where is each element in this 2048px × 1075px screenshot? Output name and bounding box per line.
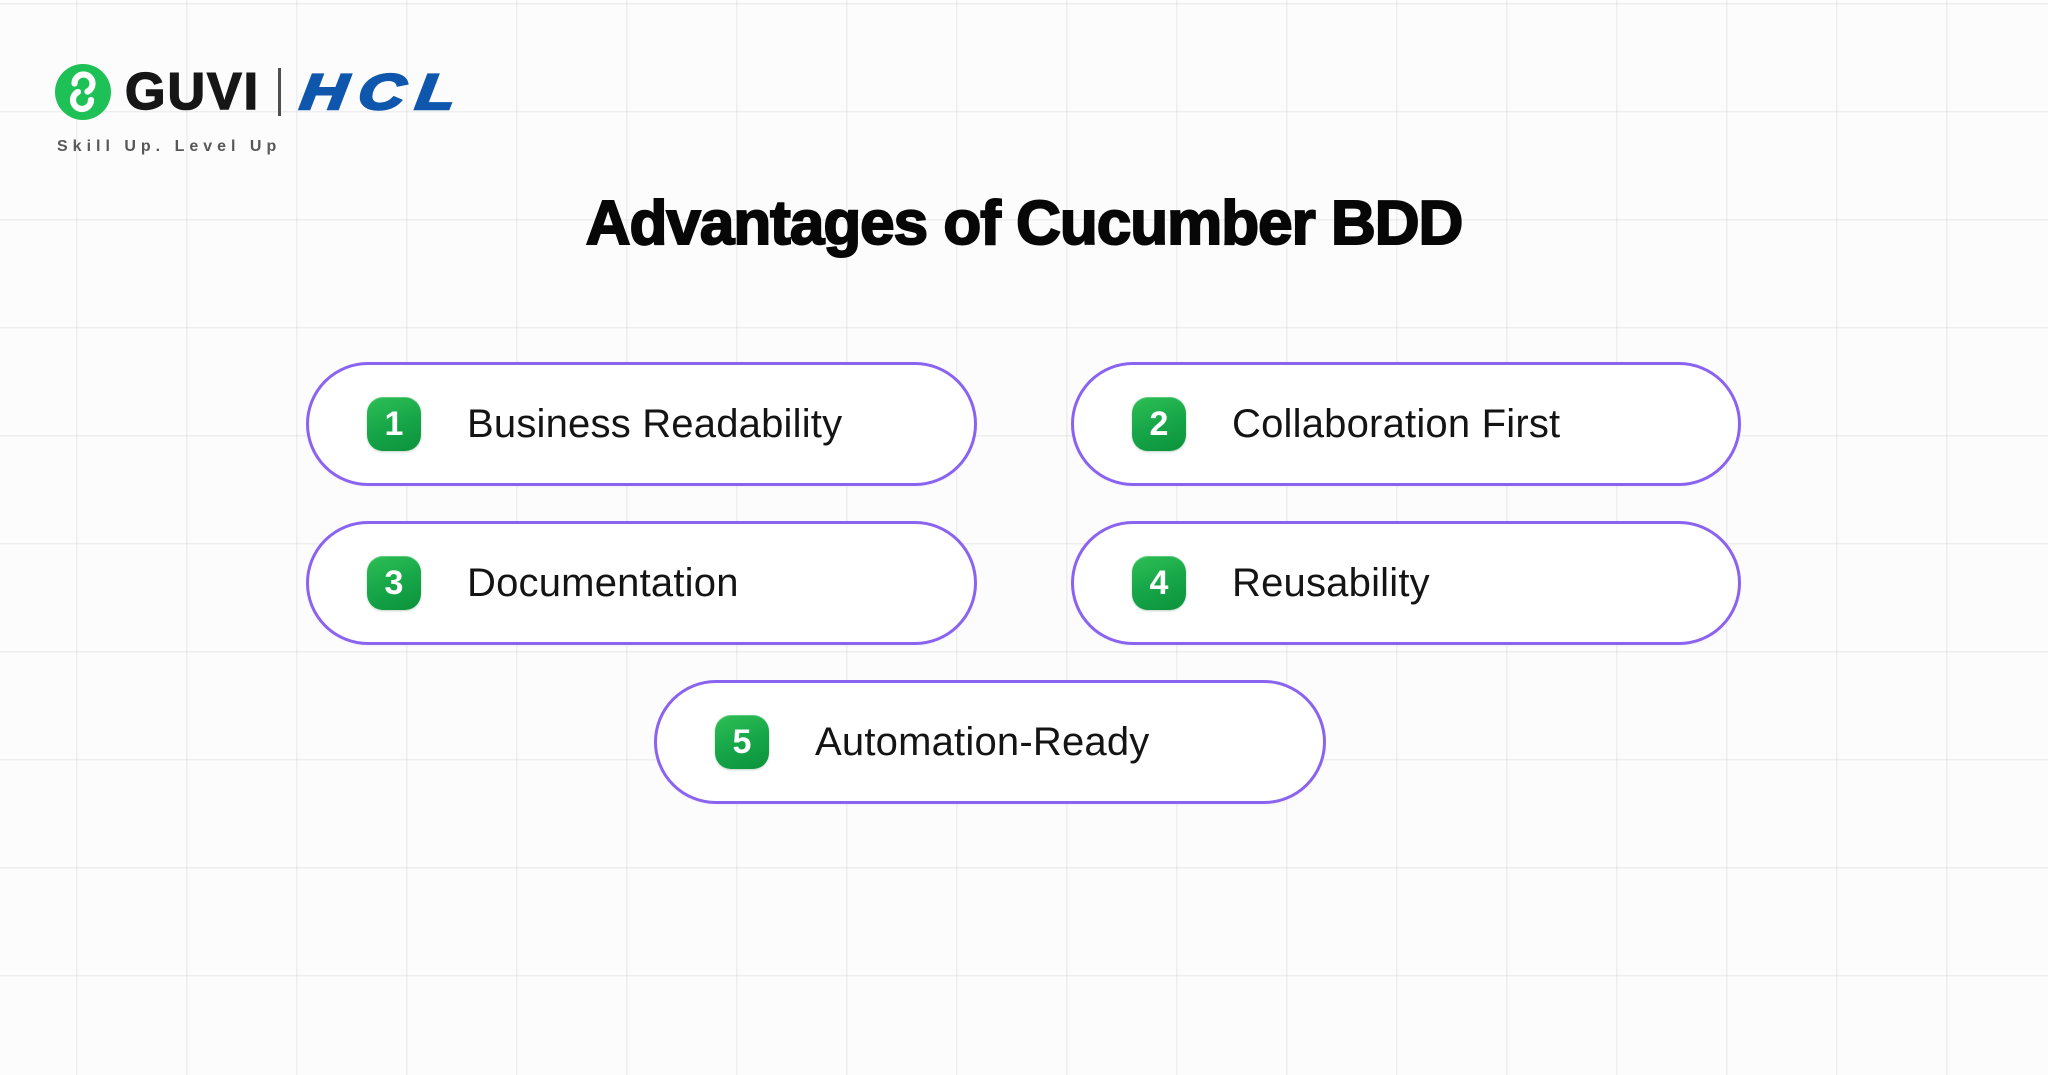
hcl-wordmark: HCL xyxy=(296,63,472,122)
advantage-label: Reusability xyxy=(1232,560,1430,605)
advantage-card-3: 3 Documentation xyxy=(306,521,977,645)
advantage-label: Business Readability xyxy=(467,401,843,446)
guvi-g-icon xyxy=(55,64,111,120)
brand-logo: GUVI HCL xyxy=(55,62,472,122)
advantage-card-1: 1 Business Readability xyxy=(306,362,977,486)
brand-tagline: Skill Up. Level Up xyxy=(57,138,282,155)
brand-divider xyxy=(278,68,282,116)
advantage-number-badge: 3 xyxy=(367,556,421,610)
advantage-label: Collaboration First xyxy=(1232,401,1561,446)
advantage-number-badge: 5 xyxy=(715,715,769,769)
advantage-number-badge: 1 xyxy=(367,397,421,451)
advantage-card-5: 5 Automation-Ready xyxy=(654,680,1326,804)
advantage-number-badge: 4 xyxy=(1132,556,1186,610)
advantage-label: Automation-Ready xyxy=(815,719,1150,764)
advantage-label: Documentation xyxy=(467,560,739,605)
guvi-wordmark: GUVI xyxy=(124,62,261,122)
advantage-number-badge: 2 xyxy=(1132,397,1186,451)
advantage-card-4: 4 Reusability xyxy=(1071,521,1741,645)
page-title: Advantages of Cucumber BDD xyxy=(585,188,1465,259)
advantage-card-2: 2 Collaboration First xyxy=(1071,362,1741,486)
